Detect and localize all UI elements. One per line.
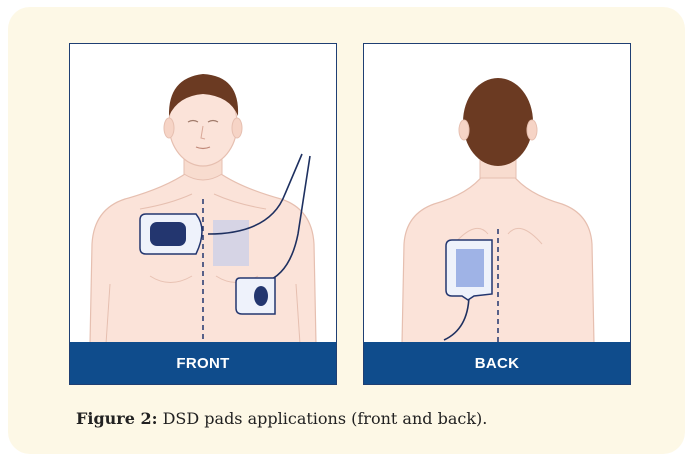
back-left-ear — [459, 120, 469, 140]
posterior-pad-outline — [213, 220, 249, 266]
figure-caption: Figure 2: DSD pads applications (front a… — [76, 409, 487, 428]
right-ear — [232, 118, 242, 138]
left-ear — [164, 118, 174, 138]
back-right-ear — [527, 120, 537, 140]
caption-label: Figure 2: — [76, 409, 157, 428]
torso-back-illustration — [364, 44, 631, 344]
caption-text: DSD pads applications (front and back). — [163, 409, 488, 428]
torso-front-illustration — [70, 44, 337, 344]
back-label: BACK — [364, 342, 630, 384]
defibrillator-pad-icon — [140, 214, 202, 254]
back-hair — [463, 78, 533, 166]
defibrillator-pad-apex — [236, 278, 275, 314]
front-panel: FRONT — [69, 43, 337, 385]
figure-card: FRONT BACK Figure 2: DSD p — [8, 7, 685, 454]
front-label: FRONT — [70, 342, 336, 384]
back-panel: BACK — [363, 43, 631, 385]
posterior-defibrillator-pad — [446, 240, 492, 300]
